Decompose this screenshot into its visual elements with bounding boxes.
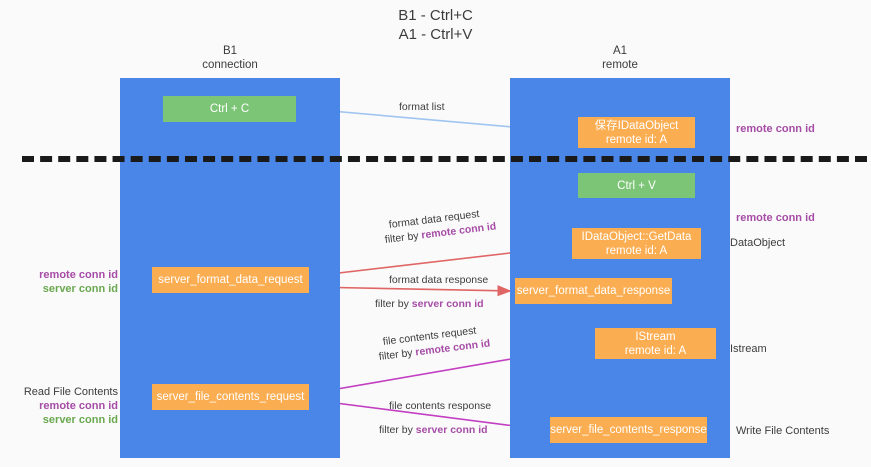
label-format-data-response: format data response <box>389 274 489 286</box>
annotation-istream: Istream <box>730 343 767 355</box>
box-server-format-data-request-label: server_format_data_request <box>158 274 303 286</box>
annotation-remote-conn-id-top: remote conn id <box>736 123 815 135</box>
label-file-contents-response-filter-key: server conn id <box>415 424 488 436</box>
box-server-format-data-response-label: server_format_data_response <box>516 285 671 297</box>
label-file-contents-response-filter-prefix: filter by <box>379 424 416 436</box>
title-line-1: B1 - Ctrl+C <box>398 7 473 24</box>
column-header-a1-name: A1 <box>612 45 628 57</box>
box-istream-line1: IStream <box>635 330 676 343</box>
box-ctrl-v[interactable]: Ctrl + V <box>578 173 695 198</box>
box-save-idataobject-line1: 保存IDataObject <box>594 119 679 132</box>
label-file-contents-request-filter-prefix: filter by <box>378 346 417 363</box>
box-server-file-contents-response-label: server_file_contents_response <box>550 424 707 436</box>
box-idataobject-getdata-line2: remote id: A <box>605 244 668 257</box>
annotation-conn-ids-format: remote conn id server conn id <box>22 268 118 296</box>
phase-divider <box>22 156 867 162</box>
box-save-idataobject-line2: remote id: A <box>605 133 668 146</box>
label-format-data-response-filter-key: server conn id <box>411 298 484 310</box>
box-server-format-data-request[interactable]: server_format_data_request <box>152 267 309 293</box>
column-header-b1-role: connection <box>202 59 258 71</box>
column-header-a1: A1 remote <box>510 44 730 72</box>
label-file-contents-response-filter: filter by server conn id <box>379 424 488 437</box>
box-save-idataobject[interactable]: 保存IDataObject remote id: A <box>578 117 695 148</box>
annotation-remote-conn-id-2: remote conn id <box>39 400 118 412</box>
box-ctrl-v-label: Ctrl + V <box>617 179 656 192</box>
box-server-file-contents-request-label: server_file_contents_request <box>156 391 305 403</box>
arrow-format-data-response <box>310 285 512 297</box>
annotation-read-file-contents-group: Read File Contents remote conn id server… <box>22 385 118 427</box>
label-format-data-response-filter: filter by server conn id <box>375 298 484 311</box>
title-line-2: A1 - Ctrl+V <box>398 26 473 43</box>
annotation-remote-conn-id-mid: remote conn id <box>736 212 815 224</box>
box-ctrl-c-label: Ctrl + C <box>209 103 250 115</box>
annotation-server-conn-id-2: server conn id <box>42 414 118 426</box>
box-server-file-contents-response[interactable]: server_file_contents_response <box>550 417 707 443</box>
column-header-b1: B1 connection <box>120 44 340 72</box>
annotation-server-conn-id-1: server conn id <box>42 283 118 295</box>
page-title: B1 - Ctrl+C A1 - Ctrl+V <box>0 6 871 44</box>
box-ctrl-c[interactable]: Ctrl + C <box>163 96 296 122</box>
annotation-read-file-contents: Read File Contents <box>23 386 118 398</box>
annotation-remote-conn-id-1: remote conn id <box>39 269 118 281</box>
label-format-data-response-filter-prefix: filter by <box>375 298 412 310</box>
annotation-write-file-contents: Write File Contents <box>736 425 830 437</box>
label-format-list: format list <box>399 101 445 113</box>
column-header-b1-name: B1 <box>222 45 238 57</box>
box-server-format-data-response[interactable]: server_format_data_response <box>515 278 672 304</box>
annotation-dataobject: DataObject <box>730 237 786 249</box>
box-idataobject-getdata-line1: IDataObject::GetData <box>581 230 692 243</box>
box-idataobject-getdata[interactable]: IDataObject::GetData remote id: A <box>572 228 701 259</box>
label-format-data-request-filter-prefix: filter by <box>384 229 423 246</box>
column-header-a1-role: remote <box>602 59 638 71</box>
box-istream-line2: remote id: A <box>624 344 687 357</box>
box-server-file-contents-request[interactable]: server_file_contents_request <box>152 384 309 410</box>
label-file-contents-response: file contents response <box>389 400 492 412</box>
box-istream[interactable]: IStream remote id: A <box>595 328 716 359</box>
